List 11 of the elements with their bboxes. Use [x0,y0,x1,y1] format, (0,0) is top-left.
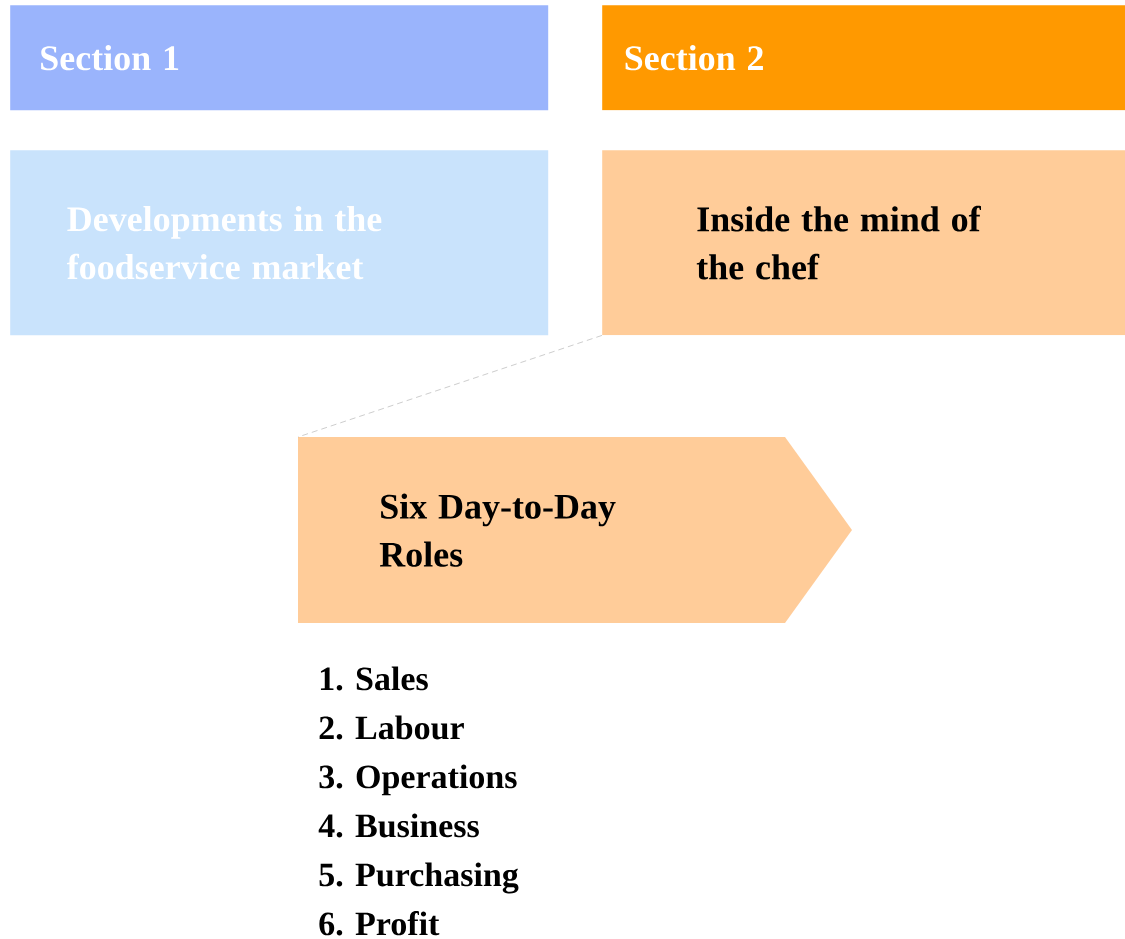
list-item: 6. Profit [319,911,440,936]
list-item: 3. Operations [319,764,517,796]
section-box: Section 1 [10,5,549,111]
connector-line [297,335,603,438]
list-item: 4. Business [318,813,479,838]
list-item: 1. Sales [320,666,428,691]
list-item: 2. Labour [319,715,464,740]
list-item: 5. Purchasing [319,862,519,894]
arrow-box: Six Day-to-Day Roles [298,437,852,623]
section-box: Inside the mind of the chef [602,150,1125,336]
section-box: Section 2 [602,5,1125,111]
